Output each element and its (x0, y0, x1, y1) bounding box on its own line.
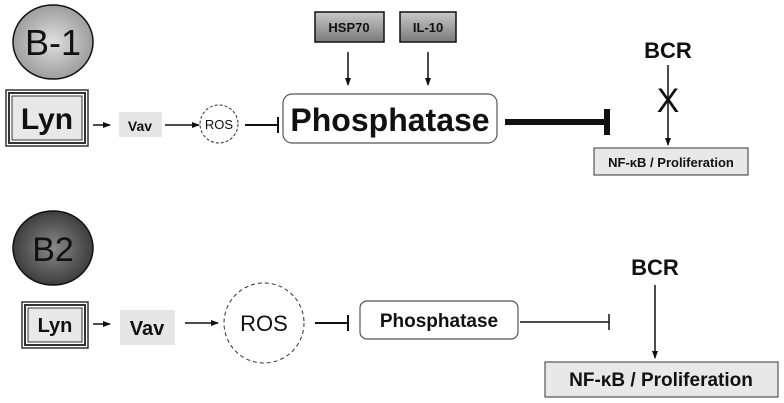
b2-ros-label: ROS (240, 311, 288, 336)
b1-bcr-label: BCR (644, 38, 692, 63)
b2-phosphatase-label: Phosphatase (380, 311, 498, 332)
blocked-mark: X (657, 82, 680, 120)
b1-cell (12, 4, 94, 80)
hsp70-box (314, 11, 385, 43)
b1-phosphatase-label: Phosphatase (290, 102, 489, 138)
b1-phosphatase-box (282, 93, 498, 144)
b1-cell-label: B-1 (25, 22, 81, 63)
b2-cell (12, 210, 94, 286)
b2-phosphatase-box (359, 300, 519, 340)
b2-lyn-box (27, 307, 83, 343)
b1-lyn-box (11, 95, 83, 141)
b2-output-box (544, 361, 779, 398)
b2-pathway: B2 Lyn Vav ROS Phosphatase BCR NF-κB / P… (12, 210, 779, 398)
b1-ros-label: ROS (205, 117, 234, 132)
b1-vav-box (119, 112, 162, 137)
b2-bcr-label: BCR (631, 255, 679, 280)
il10-box (399, 11, 457, 43)
il10-label: IL-10 (413, 20, 443, 35)
b1-lyn-label: Lyn (21, 103, 73, 136)
b2-vav-box (120, 310, 175, 345)
b2-vav-label: Vav (130, 318, 165, 340)
b1-output-label: NF-κB / Proliferation (608, 155, 734, 170)
b2-ros-circle (223, 282, 305, 364)
b2-cell-label: B2 (32, 231, 74, 269)
b1-output-box (593, 147, 749, 176)
b1-ros-circle (199, 104, 239, 144)
b1-vav-label: Vav (128, 118, 152, 134)
b2-lyn-label: Lyn (38, 315, 73, 337)
b1-pathway: B-1 Lyn Vav ROS Phosphatase HSP70 IL-10 … (5, 4, 749, 176)
hsp70-label: HSP70 (328, 20, 369, 35)
b2-output-label: NF-κB / Proliferation (569, 370, 753, 391)
